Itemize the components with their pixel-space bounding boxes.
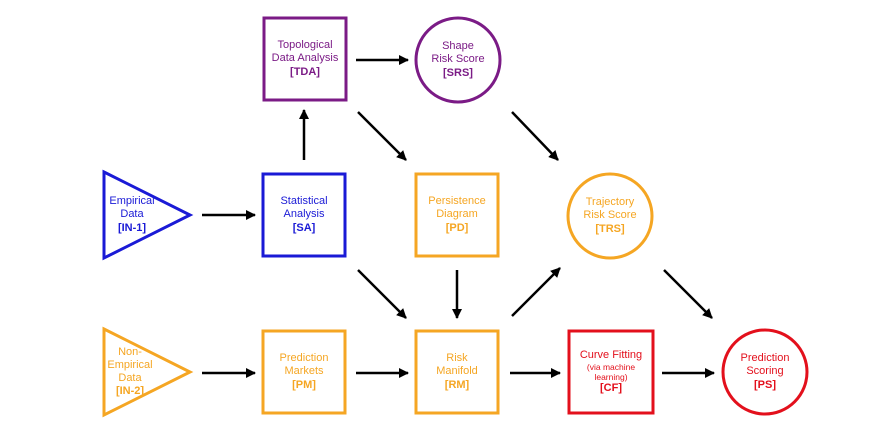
srs-code: [SRS] xyxy=(443,66,473,79)
arrow-tda-to-pd xyxy=(357,111,407,161)
rm-line1: Risk xyxy=(446,352,468,365)
in2-line1: Non- xyxy=(118,345,142,358)
sa-code: [SA] xyxy=(292,221,316,234)
tda-line1: Topological xyxy=(277,39,333,52)
node-trs-shape xyxy=(566,172,654,260)
pd-code: [PD] xyxy=(445,221,469,234)
trs-line2: Risk Score xyxy=(583,209,637,222)
node-ps-shape xyxy=(721,328,809,416)
node-srs-label: Shape Risk Score [SRS] xyxy=(418,18,498,102)
ps-line2: Scoring xyxy=(746,365,784,378)
node-pm-shape xyxy=(261,329,347,415)
trs-code: [TRS] xyxy=(595,222,625,235)
in1-line1: Empirical xyxy=(109,195,155,208)
node-in1-shape xyxy=(102,169,194,261)
cf-line3: learning) xyxy=(594,372,628,382)
node-tda-label: Topological Data Analysis [TDA] xyxy=(264,18,346,100)
node-tda-shape xyxy=(262,16,348,102)
trs-line1: Trajectory xyxy=(585,196,635,209)
shapes-layer xyxy=(102,16,809,418)
ps-line1: Prediction xyxy=(740,352,790,365)
node-rm-label: Risk Manifold [RM] xyxy=(416,331,498,413)
node-srs-shape xyxy=(414,16,502,104)
tda-code: [TDA] xyxy=(290,65,320,78)
pd-line1: Persistence xyxy=(428,195,486,208)
pm-line1: Prediction xyxy=(279,352,329,365)
node-sa-label: Statistical Analysis [SA] xyxy=(263,174,345,256)
node-rm-shape xyxy=(414,329,500,415)
pm-code: [PM] xyxy=(292,378,316,391)
in2-line2: Empirical xyxy=(107,358,153,371)
tda-line2: Data Analysis xyxy=(271,52,339,65)
arrow-rm-to-trs xyxy=(511,267,561,317)
in2-line3: Data xyxy=(118,372,142,384)
node-ps-label: Prediction Scoring [PS] xyxy=(725,330,805,414)
node-in2-label: Non- Empirical Data [IN-2] xyxy=(104,330,156,414)
node-pd-label: Persistence Diagram [PD] xyxy=(416,174,498,256)
in1-code: [IN-1] xyxy=(117,221,147,234)
srs-line2: Risk Score xyxy=(431,53,485,66)
cf-line1: Curve Fitting xyxy=(579,348,643,361)
arrow-trs-to-ps xyxy=(663,269,713,319)
arrow-srs-to-trs xyxy=(511,111,559,161)
rm-code: [RM] xyxy=(444,378,470,391)
rm-line2: Manifold xyxy=(436,365,478,378)
node-cf-shape xyxy=(567,329,655,415)
ps-code: [PS] xyxy=(754,378,776,391)
sa-line2: Analysis xyxy=(283,208,325,221)
in1-line2: Data xyxy=(120,208,144,221)
pm-line2: Markets xyxy=(284,365,324,378)
node-pd-shape xyxy=(414,172,500,258)
edges-layer xyxy=(202,55,715,378)
arrow-sa-to-rm xyxy=(357,269,407,319)
node-in1-label: Empirical Data [IN-1] xyxy=(104,173,160,257)
srs-line1: Shape xyxy=(442,40,474,53)
node-sa-shape xyxy=(261,172,347,258)
cf-line2: (via machine xyxy=(586,361,636,372)
sa-line1: Statistical xyxy=(280,195,328,208)
pd-line2: Diagram xyxy=(436,208,478,221)
in2-code: [IN-2] xyxy=(115,385,145,398)
node-cf-label: Curve Fitting (via machine learning) [CF… xyxy=(569,331,653,413)
cf-code: [CF] xyxy=(600,382,622,395)
node-in2-shape xyxy=(102,326,194,418)
node-trs-label: Trajectory Risk Score [TRS] xyxy=(570,174,650,258)
node-pm-label: Prediction Markets [PM] xyxy=(263,331,345,413)
